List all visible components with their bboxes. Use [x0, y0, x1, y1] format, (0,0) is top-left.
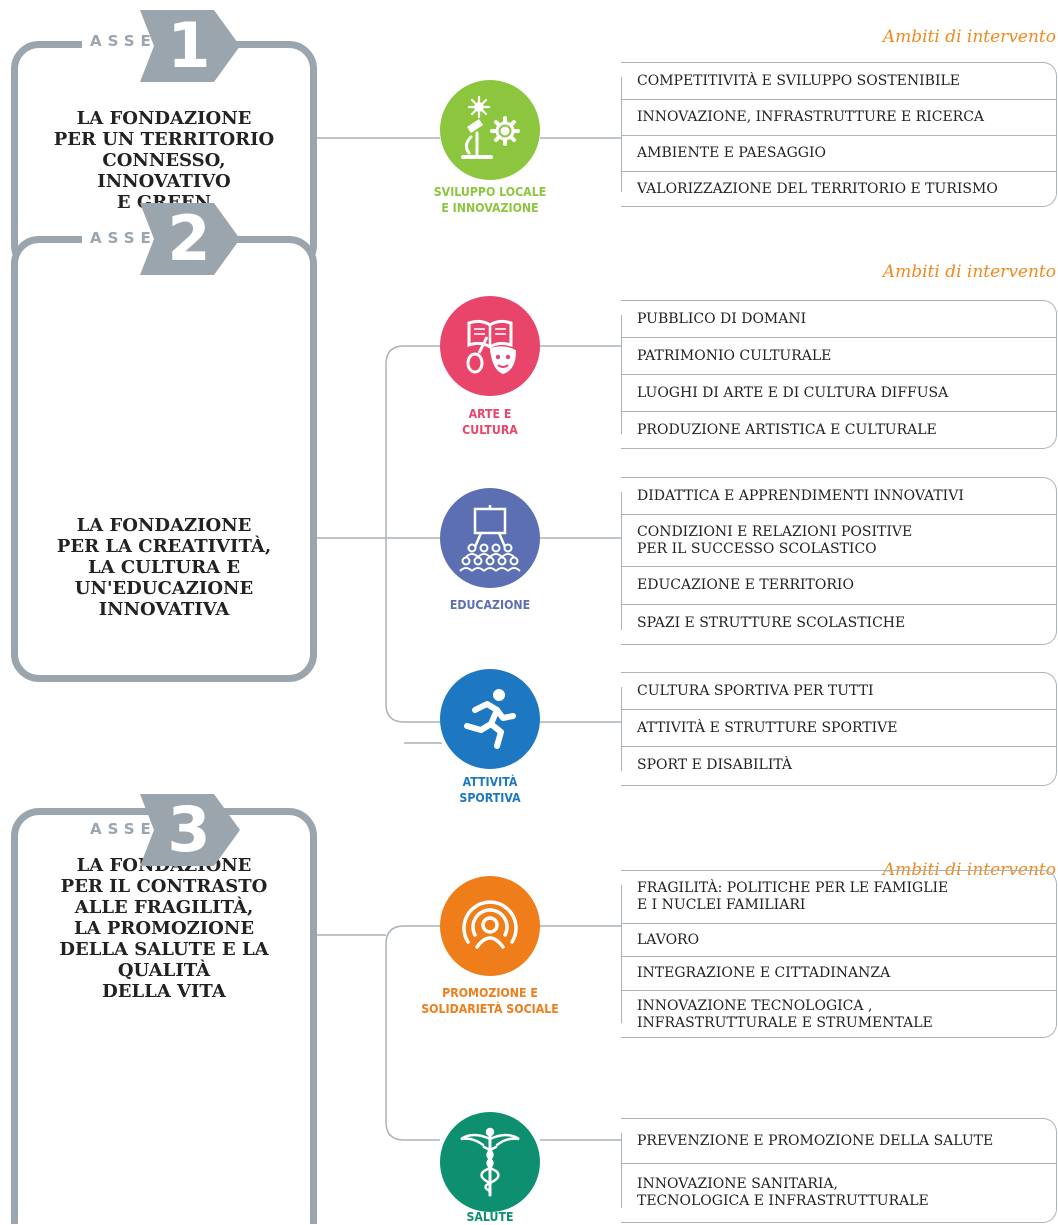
- list-item: AMBIENTE E PAESAGGIO: [621, 135, 1056, 171]
- microscope-gear-flower-icon: [461, 95, 520, 159]
- list-item: LAVORO: [621, 923, 1056, 956]
- list-item: FRAGILITÀ: POLITICHE PER LE FAMIGLIE E I…: [637, 880, 949, 913]
- list-item: INNOVAZIONE, INFRASTRUTTURE E RICERCA: [621, 99, 1056, 135]
- sector-label-salute: SALUTE: [466, 1209, 514, 1224]
- items-list-educazione: DIDATTICA E APPRENDIMENTI INNOVATIVI CON…: [621, 477, 1057, 645]
- list-item: SPORT E DISABILITÀ: [621, 746, 1056, 784]
- list-item: CONDIZIONI E RELAZIONI POSITIVE PER IL S…: [621, 514, 1056, 566]
- list-item: EDUCAZIONE E TERRITORIO: [621, 566, 1056, 604]
- sviluppo-icon-circle: [440, 80, 540, 180]
- person-signal-icon: [462, 900, 518, 949]
- book-violin-mask-icon: [466, 319, 517, 375]
- promozione-icon-circle: [440, 876, 540, 976]
- sport-icon-circle: [440, 669, 540, 769]
- arte-icon-circle: [440, 296, 540, 396]
- caduceus-icon: [460, 1127, 520, 1197]
- asse-3-number: 3: [167, 793, 211, 866]
- salute-icon-circle: [440, 1112, 540, 1212]
- list-item: CULTURA SPORTIVA PER TUTTI: [637, 682, 874, 699]
- list-item: PRODUZIONE ARTISTICA E CULTURALE: [621, 411, 1056, 448]
- asse-3-box: LA FONDAZIONE PER IL CONTRASTO ALLE FRAG…: [11, 808, 317, 1224]
- list-item: DIDATTICA E APPRENDIMENTI INNOVATIVI: [637, 487, 964, 504]
- list-item: ATTIVITÀ E STRUTTURE SPORTIVE: [621, 709, 1056, 746]
- list-item: INNOVAZIONE TECNOLOGICA , INFRASTRUTTURA…: [621, 990, 1056, 1038]
- ambiti-heading-2: Ambiti di intervento: [882, 262, 1056, 282]
- list-item: VALORIZZAZIONE DEL TERRITORIO E TURISMO: [621, 171, 1056, 207]
- sector-label-promozione: PROMOZIONE E SOLIDARIETÀ SOCIALE: [421, 985, 559, 1016]
- list-item: INNOVAZIONE SANITARIA, TECNOLOGICA E INF…: [621, 1163, 1056, 1221]
- list-item: PUBBLICO DI DOMANI: [637, 310, 807, 327]
- sector-label-educazione: EDUCAZIONE: [449, 597, 531, 612]
- asse-1-label: ASSE: [82, 32, 161, 50]
- asse-3-label: ASSE: [82, 820, 161, 838]
- asse-2-number: 2: [167, 202, 211, 275]
- list-item: SPAZI E STRUTTURE SCOLASTICHE: [621, 604, 1056, 642]
- list-item: PATRIMONIO CULTURALE: [621, 337, 1056, 374]
- sector-label-sviluppo: SVILUPPO LOCALE E INNOVAZIONE: [433, 184, 547, 215]
- educazione-icon-circle: [440, 488, 540, 588]
- items-list-arte: PUBBLICO DI DOMANI PATRIMONIO CULTURALE …: [621, 300, 1057, 449]
- items-list-promozione: FRAGILITÀ: POLITICHE PER LE FAMIGLIE E I…: [621, 870, 1057, 1038]
- items-list-sport: CULTURA SPORTIVA PER TUTTI ATTIVITÀ E ST…: [621, 672, 1057, 786]
- runner-icon: [464, 689, 516, 749]
- asse-1-number: 1: [167, 9, 211, 82]
- list-item: LUOGHI DI ARTE E DI CULTURA DIFFUSA: [621, 374, 1056, 411]
- asse-3-title: LA FONDAZIONE PER IL CONTRASTO ALLE FRAG…: [59, 855, 269, 1002]
- ambiti-heading-1: Ambiti di intervento: [882, 27, 1056, 47]
- asse-2-box: LA FONDAZIONE PER LA CREATIVITÀ, LA CULT…: [11, 236, 317, 682]
- asse-2-label: ASSE: [82, 229, 161, 247]
- sector-label-arte: ARTE E CULTURA: [462, 406, 518, 437]
- list-item: COMPETITIVITÀ E SVILUPPO SOSTENIBILE: [637, 72, 961, 89]
- sector-label-sport: ATTIVITÀ SPORTIVA: [459, 774, 521, 805]
- items-list-salute: PREVENZIONE E PROMOZIONE DELLA SALUTE IN…: [621, 1118, 1057, 1223]
- classroom-easel-icon: [459, 505, 521, 572]
- asse-1-title: LA FONDAZIONE PER UN TERRITORIO CONNESSO…: [53, 108, 275, 213]
- items-list-sviluppo: COMPETITIVITÀ E SVILUPPO SOSTENIBILE INN…: [621, 62, 1057, 207]
- list-item: PREVENZIONE E PROMOZIONE DELLA SALUTE: [637, 1132, 994, 1149]
- asse-2-title: LA FONDAZIONE PER LA CREATIVITÀ, LA CULT…: [56, 515, 272, 620]
- list-item: INTEGRAZIONE E CITTADINANZA: [621, 956, 1056, 990]
